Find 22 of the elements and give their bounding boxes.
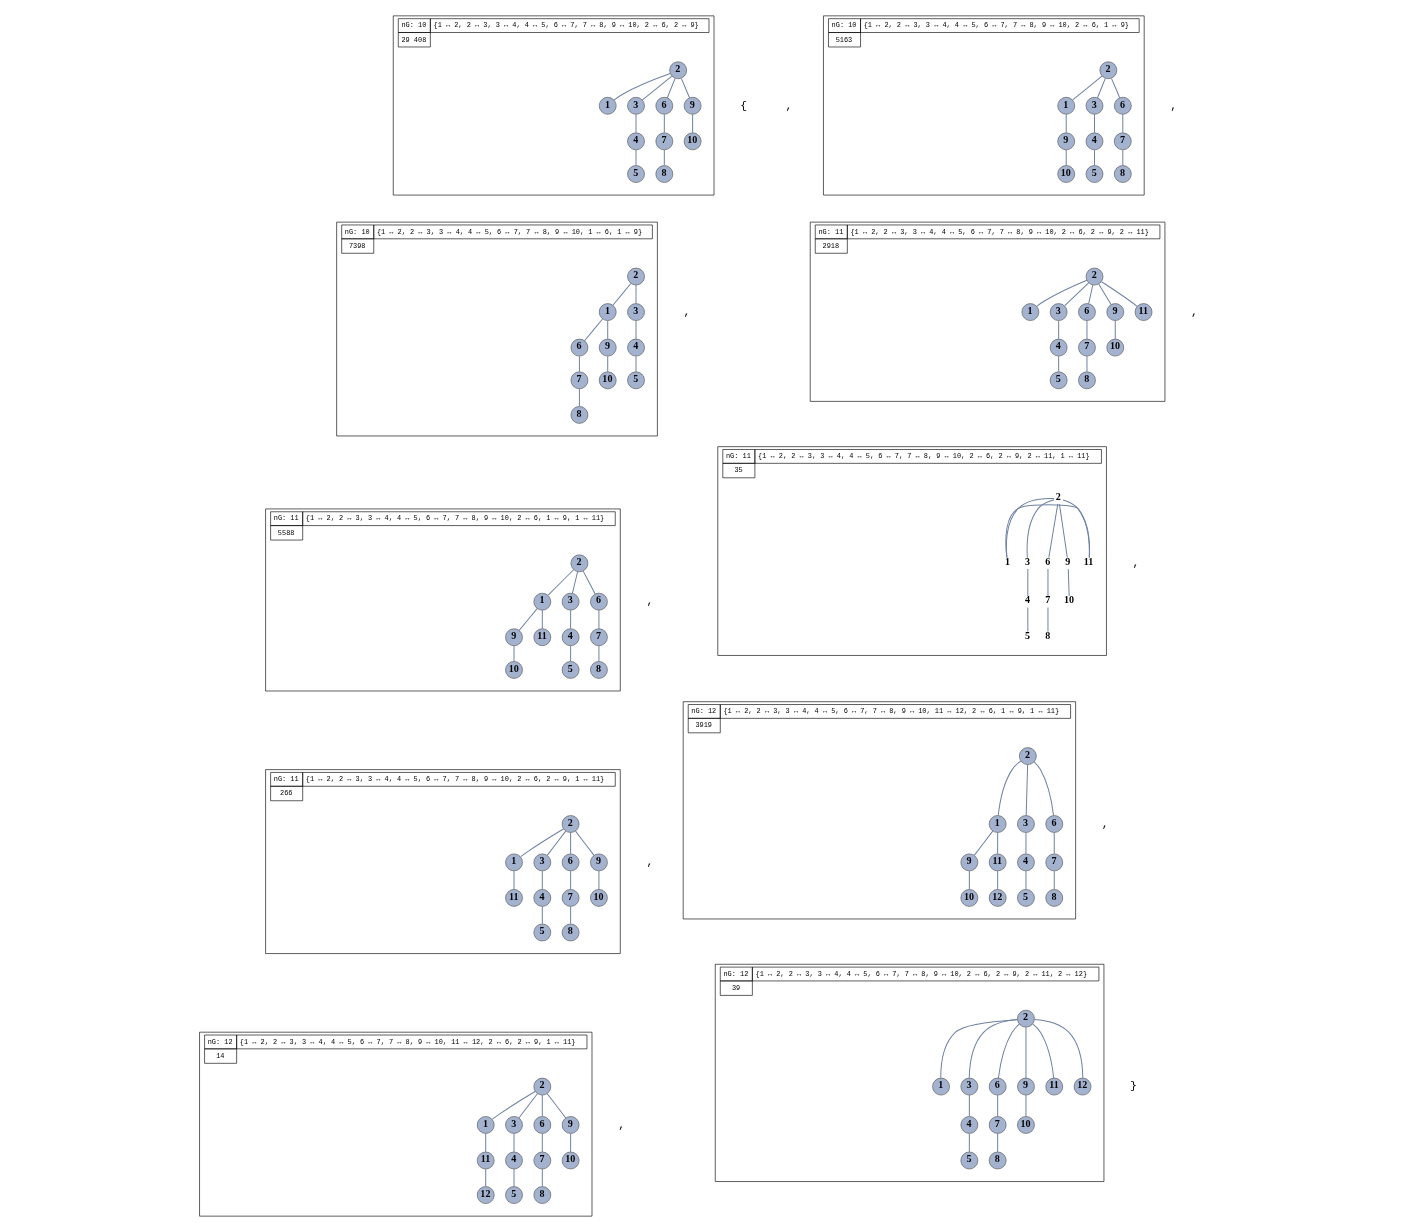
label: , bbox=[1191, 305, 1198, 318]
label: , bbox=[1101, 817, 1109, 830]
node-text: 2 bbox=[1055, 491, 1061, 502]
node-text: 11 bbox=[1083, 556, 1094, 568]
node-text: 3 bbox=[1025, 556, 1031, 568]
label: } bbox=[1130, 1080, 1137, 1093]
node-text: 8 bbox=[1045, 629, 1051, 641]
node-text: 9 bbox=[1065, 556, 1071, 568]
label: , bbox=[618, 1118, 625, 1131]
node-text: 10 bbox=[1064, 594, 1075, 606]
label: , bbox=[646, 856, 654, 869]
label: { bbox=[740, 99, 747, 112]
node-text: 5 bbox=[1025, 629, 1031, 641]
label: , bbox=[646, 595, 654, 608]
node-text: 4 bbox=[1025, 594, 1031, 606]
label: , bbox=[683, 305, 691, 318]
node-text: 6 bbox=[1045, 556, 1051, 568]
label: , bbox=[1132, 557, 1140, 570]
node-text: 1 bbox=[1004, 556, 1010, 568]
label: , bbox=[785, 99, 793, 112]
node-text: 7 bbox=[1045, 594, 1051, 606]
label: , bbox=[1170, 99, 1178, 112]
